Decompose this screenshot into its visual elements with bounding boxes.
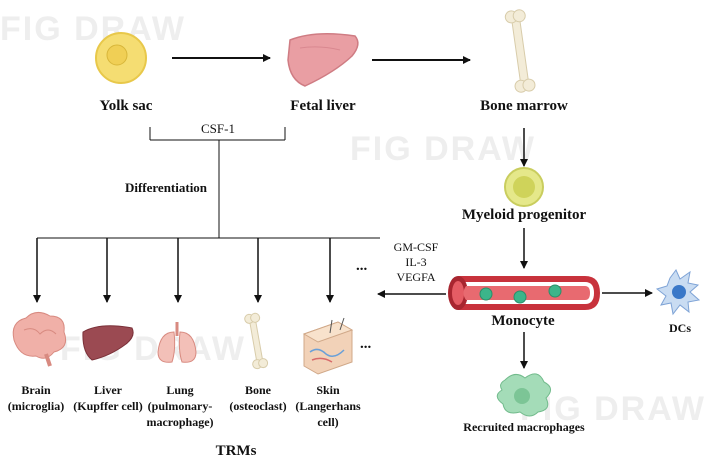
monocyte-cell — [548, 284, 562, 298]
dendritic-cell-icon — [655, 269, 701, 316]
fetal-liver-icon — [287, 33, 359, 87]
watermark: FIG DRAW — [0, 10, 186, 48]
ellipsis-lower: ... — [360, 336, 372, 352]
trm-lung-label: Lung (pulmonary- macrophage) — [146, 383, 214, 429]
yolk-sac-icon — [95, 32, 147, 84]
skin-icon — [302, 317, 354, 375]
growth-factors: GM-CSF IL-3 VEGFA — [394, 240, 439, 285]
bone-icon — [244, 312, 269, 370]
bone-marrow-label: Bone marrow — [480, 98, 568, 114]
liver-icon — [82, 325, 134, 361]
trm-brain-label: Brain (microglia) — [7, 383, 65, 413]
trm-liver-label: Liver (Kupffer cell) — [73, 383, 143, 413]
lung-icon — [157, 322, 197, 363]
monocyte-cell — [479, 287, 493, 301]
monocyte-cell — [513, 290, 527, 304]
monocyte-label: Monocyte — [491, 313, 555, 329]
recruited-macrophages-label: Recruited macrophages — [463, 420, 585, 434]
factor-il-3: IL-3 — [405, 255, 427, 269]
yolk-sac-label: Yolk sac — [99, 98, 153, 114]
fetal-liver-label: Fetal liver — [290, 98, 356, 114]
brain-icon — [12, 312, 67, 367]
watermark: FIG DRAW — [350, 130, 536, 168]
factor-gm-csf: GM-CSF — [393, 240, 439, 254]
trm-skin-label: Skin (Langerhans cell) — [295, 383, 361, 429]
dcs-label: DCs — [668, 321, 692, 335]
macrophage-icon — [496, 373, 551, 417]
trms-title: TRMs — [215, 443, 257, 459]
trm-bone-label: Bone (osteoclast) — [229, 383, 287, 413]
factor-vegfa: VEGFA — [396, 270, 436, 284]
bone-marrow-icon — [504, 9, 536, 93]
ellipsis-upper: ... — [356, 258, 368, 274]
differentiation-label: Differentiation — [124, 180, 208, 195]
myeloid-progenitor-icon — [504, 167, 544, 207]
watermark: FIG DRAW — [520, 390, 706, 428]
myeloid-progenitor-label: Myeloid progenitor — [461, 207, 587, 223]
csf-bracket — [149, 127, 286, 238]
csf-label: CSF-1 — [201, 121, 235, 136]
